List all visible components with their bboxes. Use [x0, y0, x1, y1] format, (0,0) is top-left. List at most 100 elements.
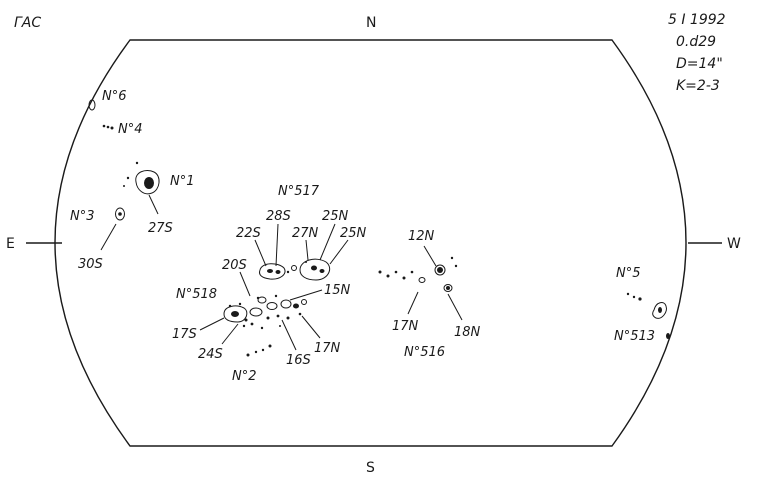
spot-516-follower — [443, 284, 453, 292]
leader-25N-b — [329, 239, 349, 265]
label-g513: N°513 — [614, 329, 655, 344]
spot-517-dot2 — [286, 270, 290, 274]
spot-g513-core — [658, 307, 662, 313]
spot-g513-edge — [666, 333, 670, 339]
spot-518-p — [228, 304, 232, 308]
observatory-label: ГАС — [14, 15, 41, 31]
spot-517-follower-umbra2 — [319, 269, 325, 273]
lat-17N-a: 17N — [392, 319, 419, 334]
lat-30S: 30S — [78, 257, 103, 272]
spot-g1-dot1 — [135, 161, 139, 165]
spot-516-dot3 — [394, 270, 398, 274]
spot-516-dot6 — [450, 256, 454, 260]
spot-g513 — [652, 302, 667, 319]
observation-time: 0.d29 — [676, 34, 716, 50]
spot-518-n — [256, 296, 260, 300]
spot-518-f — [257, 296, 267, 304]
label-g6: N°6 — [102, 89, 127, 104]
lat-27S: 27S — [148, 221, 173, 236]
leader-22S — [254, 239, 267, 267]
spot-517-dot3 — [305, 261, 307, 263]
spot-g4-b — [106, 125, 110, 129]
lat-25N-a: 25N — [322, 209, 349, 224]
spot-g3-core — [118, 212, 122, 216]
spot-g2-c — [261, 348, 265, 352]
observation-quality: K=2-3 — [676, 78, 720, 94]
lat-17N-b: 17N — [314, 341, 341, 356]
spot-518-s — [279, 325, 281, 327]
spot-518-m — [238, 302, 242, 306]
spot-g6 — [88, 99, 96, 111]
spot-518-j — [276, 314, 280, 318]
label-g518: N°518 — [176, 287, 217, 302]
spot-516-dot7 — [454, 264, 458, 268]
lat-27N: 27N — [292, 226, 319, 241]
label-g5: N°5 — [616, 266, 641, 281]
leader-17S — [199, 317, 225, 331]
leader-16S — [281, 319, 297, 351]
leader-12N — [423, 245, 437, 267]
spot-517-follower-umbra — [311, 265, 317, 271]
leader-15N — [289, 289, 323, 301]
spot-518-k — [286, 316, 290, 320]
spot-516-follower-core — [446, 286, 450, 290]
leader-27N — [305, 239, 309, 261]
spot-516-dot4 — [402, 276, 406, 280]
spot-518-main-umbra — [231, 311, 239, 317]
lat-25N-b: 25N — [340, 226, 367, 241]
spot-g4-a — [102, 124, 106, 128]
spot-518-l — [298, 312, 302, 316]
spot-517-follower — [299, 258, 331, 281]
spot-g2-d — [268, 344, 272, 348]
spot-g5-a — [626, 292, 630, 296]
leader-27S — [148, 194, 159, 215]
spot-517-dot1 — [291, 265, 297, 271]
spot-516-dot5 — [410, 270, 414, 274]
spot-518-t — [301, 299, 307, 305]
label-g4: N°4 — [118, 122, 143, 137]
spot-516-dot1 — [378, 270, 382, 274]
lat-15N: 15N — [324, 283, 351, 298]
leader-30S — [100, 223, 117, 251]
spot-517-leader-umbra2 — [275, 270, 281, 274]
south-label: S — [366, 460, 375, 476]
leader-18N — [447, 293, 463, 321]
spot-518-i — [266, 316, 270, 320]
spot-518-d — [280, 299, 292, 309]
leader-17N-a — [407, 291, 419, 315]
spot-g5-b — [632, 295, 636, 299]
lat-28S: 28S — [266, 209, 291, 224]
spot-g4-c — [110, 126, 114, 130]
leader-24S — [221, 323, 239, 345]
spot-516-leader-outline — [434, 264, 446, 276]
spot-518-e — [293, 303, 299, 309]
spot-518-o — [274, 294, 278, 298]
disk-outline — [54, 39, 687, 447]
leader-28S — [275, 223, 279, 267]
spot-516-small — [418, 277, 426, 283]
spot-g2-b — [254, 350, 258, 354]
lat-20S: 20S — [222, 258, 247, 273]
observation-diameter: D=14" — [676, 56, 723, 72]
label-g2: N°2 — [232, 369, 257, 384]
lat-22S: 22S — [236, 226, 261, 241]
label-g517: N°517 — [278, 184, 320, 199]
leader-25N-a — [319, 223, 336, 261]
spot-g1-umbra — [144, 177, 154, 189]
spot-518-r — [260, 326, 264, 330]
lat-17S: 17S — [172, 327, 197, 342]
lat-16S: 16S — [286, 353, 311, 368]
spot-g1-dot3 — [123, 185, 125, 187]
spot-518-h — [250, 322, 254, 326]
spot-g5-c — [638, 297, 642, 301]
spot-516-leader — [437, 267, 443, 273]
spot-518-q — [242, 324, 246, 328]
spot-518-g — [244, 318, 248, 322]
spot-518-c — [266, 302, 278, 310]
leader-20S — [239, 271, 251, 297]
spot-517-leader — [259, 263, 286, 280]
lat-18N: 18N — [454, 325, 481, 340]
spot-518-b — [249, 307, 263, 317]
label-g1: N°1 — [170, 174, 195, 189]
